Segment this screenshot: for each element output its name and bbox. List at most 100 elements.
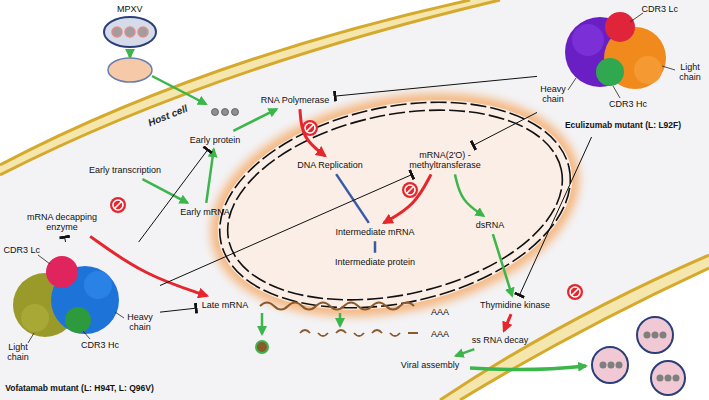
virion xyxy=(104,17,156,47)
progeny-virions xyxy=(665,375,672,382)
part-label: Light chain xyxy=(675,62,705,83)
inhibition-line xyxy=(160,308,197,312)
membrane-label: Host cell xyxy=(146,103,189,129)
step-label: Late mRNA xyxy=(202,300,249,310)
process-arrow xyxy=(336,174,369,223)
decay-arrow xyxy=(339,313,342,326)
viral-cores xyxy=(212,109,239,116)
viral-cores xyxy=(212,109,219,116)
step-label: DNA Replication xyxy=(297,160,363,170)
inhibition-line xyxy=(334,76,537,96)
process-step: ss RNA decay xyxy=(470,334,531,346)
antibody-surface xyxy=(596,58,624,86)
leader-line xyxy=(115,312,124,318)
leader-line xyxy=(662,66,675,70)
process-step: Viral assembly xyxy=(399,359,461,371)
part-label: Heavy chain xyxy=(536,84,570,105)
part-label: CDR3 Hc xyxy=(81,340,119,350)
process-arrow xyxy=(300,109,325,156)
inhibition-symbol xyxy=(402,182,418,198)
inhibition-symbol xyxy=(572,289,579,296)
inhibition-symbol xyxy=(402,182,418,198)
process-arrow xyxy=(90,236,207,295)
virion xyxy=(125,27,135,37)
progeny-virions xyxy=(637,317,673,353)
virus-name: MPXV xyxy=(117,4,143,14)
antibody-surface xyxy=(605,12,635,42)
antibody-surface xyxy=(46,256,78,288)
antibody-name: Eculizumab mutant (L: L92F) xyxy=(565,121,681,131)
step-label: Intermediate mRNA xyxy=(335,227,414,237)
poly-a-tail: AAA xyxy=(431,307,449,317)
progeny-virions xyxy=(660,332,667,339)
inhibition-symbol xyxy=(110,197,126,213)
inhibition-symbol xyxy=(567,284,583,300)
progeny-virions xyxy=(616,362,623,369)
part-label: Light chain xyxy=(3,342,33,363)
antibody-surface xyxy=(13,256,119,337)
step-label: mRNA decapping enzyme xyxy=(21,212,103,233)
step-label: dsRNA xyxy=(476,220,505,230)
step-label: Early mRNA xyxy=(180,207,230,217)
progeny-virions xyxy=(608,362,615,369)
step-label: Intermediate protein xyxy=(335,257,415,267)
inhibition-line xyxy=(139,149,208,242)
process-arrow xyxy=(384,174,431,222)
antibody-surface xyxy=(65,307,91,333)
leader-line xyxy=(83,331,90,339)
leader-line xyxy=(630,13,643,22)
nucleus xyxy=(198,70,592,340)
uncoated-virion xyxy=(108,58,152,82)
inhibition-symbol xyxy=(115,202,122,209)
leader-line xyxy=(38,255,50,264)
leader-line xyxy=(28,333,34,343)
virion xyxy=(138,27,148,37)
poly-a-tail: AAA xyxy=(431,329,449,339)
virion xyxy=(112,27,122,37)
inhibition-symbol xyxy=(113,200,123,210)
process-step: RNA Polymerase xyxy=(259,94,332,106)
nuclear-envelope xyxy=(210,82,580,329)
inhibition-line xyxy=(519,137,591,296)
process-step: dsRNA xyxy=(474,219,507,231)
process-arrow xyxy=(233,109,276,131)
viral-cores xyxy=(222,109,229,116)
progeny-virions xyxy=(644,332,651,339)
progeny-virions xyxy=(652,332,659,339)
step-label: Viral assembly xyxy=(401,360,459,370)
inhibition-symbol xyxy=(570,287,580,297)
antibody-surface xyxy=(572,24,604,56)
mrna-strand xyxy=(260,303,414,310)
progeny-virions xyxy=(673,375,680,382)
process-arrow xyxy=(456,349,475,356)
inhibition-symbol xyxy=(405,185,415,195)
antibody-name: Vofatamab mutant (L: H94T, L: Q96V) xyxy=(5,384,154,394)
part-label: CDR3 Lc xyxy=(642,4,679,14)
step-label: mRNA(2'O) -methyltransferase xyxy=(399,150,491,171)
part-label: CDR3 Lc xyxy=(4,245,41,255)
process-step: Early transcription xyxy=(87,164,163,176)
antibody-surface xyxy=(634,56,662,84)
process-step: mRNA(2'O) -methyltransferase xyxy=(397,149,493,172)
cap-fragment xyxy=(256,341,268,353)
process-step: Late mRNA xyxy=(200,299,251,311)
process-arrow xyxy=(206,149,213,203)
process-step: Intermediate mRNA xyxy=(333,226,416,238)
step-label: RNA Polymerase xyxy=(261,95,330,105)
progeny-virions xyxy=(657,375,664,382)
step-label: Early protein xyxy=(190,135,241,145)
inhibition-symbol xyxy=(407,187,414,194)
process-arrow xyxy=(374,241,377,253)
virion xyxy=(104,17,156,47)
inhibition-symbol xyxy=(567,284,583,300)
process-step: mRNA decapping enzyme xyxy=(19,211,105,234)
progeny-virions xyxy=(592,317,685,395)
process-step: Early protein xyxy=(188,134,243,146)
process-arrow xyxy=(142,179,187,203)
step-label: ss RNA decay xyxy=(472,335,529,345)
part-label: Heavy chain xyxy=(123,312,157,333)
viral-cores xyxy=(232,109,239,116)
inhibition-symbol xyxy=(305,123,315,133)
